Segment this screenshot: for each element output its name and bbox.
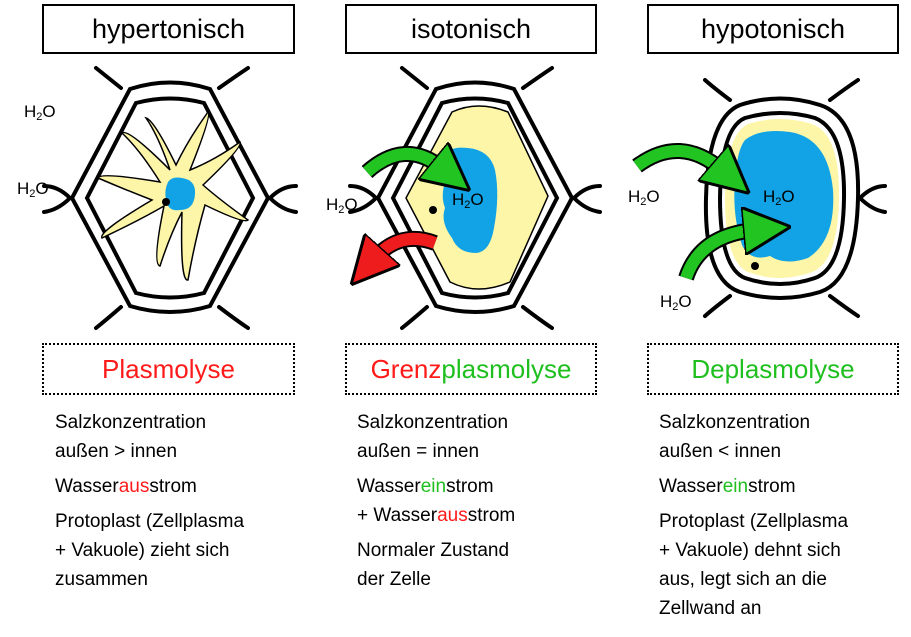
text-line: aus, legt sich an die	[659, 569, 827, 590]
text-line: außen = innen	[357, 441, 480, 462]
text-line: Normaler Zustand	[357, 540, 510, 561]
nucleus	[429, 206, 437, 214]
result-label-part: plasmolyse	[441, 353, 572, 384]
description-hypotonic: Salzkonzentration außen < innen Wasserei…	[659, 408, 848, 629]
protoplast-effect: Protoplast (Zellplasma + Vakuole) dehnt …	[659, 507, 848, 623]
result-plasmolyse: Plasmolyse	[42, 343, 295, 395]
title-hypertonisch: hypertonisch	[42, 4, 295, 54]
text-line: Protoplast (Zellplasma	[659, 511, 849, 532]
water-label: H2O	[17, 179, 49, 200]
text-part: Wasser	[659, 476, 723, 497]
water-flow: Wasserausstrom	[55, 472, 244, 501]
cell-diagrams	[42, 66, 887, 330]
text-line: Zellwand an	[659, 598, 762, 619]
text-part: Wasser	[55, 476, 119, 497]
cell-hypertonic	[42, 66, 298, 330]
salt-concentration: Salzkonzentration außen = innen	[357, 408, 515, 466]
result-label: Deplasmolyse	[691, 353, 855, 384]
text-part: aus	[437, 505, 468, 526]
text-part: strom	[748, 476, 796, 497]
description-isotonic: Salzkonzentration außen = innen Wasserei…	[357, 408, 515, 600]
water-label: H2O	[326, 195, 358, 216]
text-part: ein	[420, 476, 447, 497]
cell-wall-inner	[84, 96, 256, 300]
text-line: außen > innen	[55, 441, 178, 462]
text-part: + Wasser	[357, 505, 438, 526]
text-part: strom	[467, 505, 516, 526]
text-part: strom	[149, 476, 197, 497]
text-line: Protoplast (Zellplasma	[55, 511, 245, 532]
water-flow: Wassereinstrom	[659, 472, 848, 501]
cell-wall-inner	[390, 96, 560, 300]
cell-hypotonic	[703, 78, 887, 318]
water-label: H2O	[452, 190, 484, 211]
text-line: Wassereinstrom	[357, 472, 515, 501]
text-line: zusammen	[55, 569, 148, 590]
cell-wall-outer	[375, 80, 575, 314]
result-deplasmolyse: Deplasmolyse	[647, 343, 899, 395]
text-line: der Zelle	[357, 569, 431, 590]
salt-concentration: Salzkonzentration außen < innen	[659, 408, 848, 466]
protoplast-effect: Protoplast (Zellplasma + Vakuole) zieht …	[55, 507, 244, 594]
text-line: + Vakuole) zieht sich	[55, 540, 230, 561]
salt-concentration: Salzkonzentration außen > innen	[55, 408, 244, 466]
cell-isotonic	[348, 66, 602, 330]
result-label-part: Grenz	[370, 353, 442, 384]
cell-wall-outer	[69, 80, 271, 314]
title-hypotonisch: hypotonisch	[647, 4, 899, 54]
text-line: Salzkonzentration	[357, 412, 509, 433]
water-label: H2O	[628, 187, 660, 208]
text-line: außen < innen	[659, 441, 782, 462]
water-label: H2O	[763, 187, 795, 208]
water-flow: Wassereinstrom + Wasserausstrom	[357, 472, 515, 530]
description-hypertonic: Salzkonzentration außen > innen Wasserau…	[55, 408, 244, 600]
text-part: Wasser	[357, 476, 421, 497]
text-part: ein	[722, 476, 749, 497]
nucleus	[751, 262, 759, 270]
text-part: strom	[446, 476, 494, 497]
cell-wall-inner	[717, 111, 847, 286]
text-part: aus	[118, 476, 150, 497]
water-label: H2O	[24, 102, 56, 123]
vacuole-small	[165, 177, 196, 211]
title-isotonisch: isotonisch	[345, 4, 597, 54]
cell-wall-outer	[703, 96, 861, 300]
text-line: Salzkonzentration	[659, 412, 811, 433]
water-label: H2O	[660, 292, 692, 313]
protoplast-effect: Normaler Zustand der Zelle	[357, 536, 515, 594]
text-line: + Wasserausstrom	[357, 501, 515, 530]
result-label: Plasmolyse	[102, 353, 235, 384]
text-line: Salzkonzentration	[55, 412, 207, 433]
nucleus	[162, 198, 170, 206]
text-line: + Vakuole) dehnt sich	[659, 540, 841, 561]
